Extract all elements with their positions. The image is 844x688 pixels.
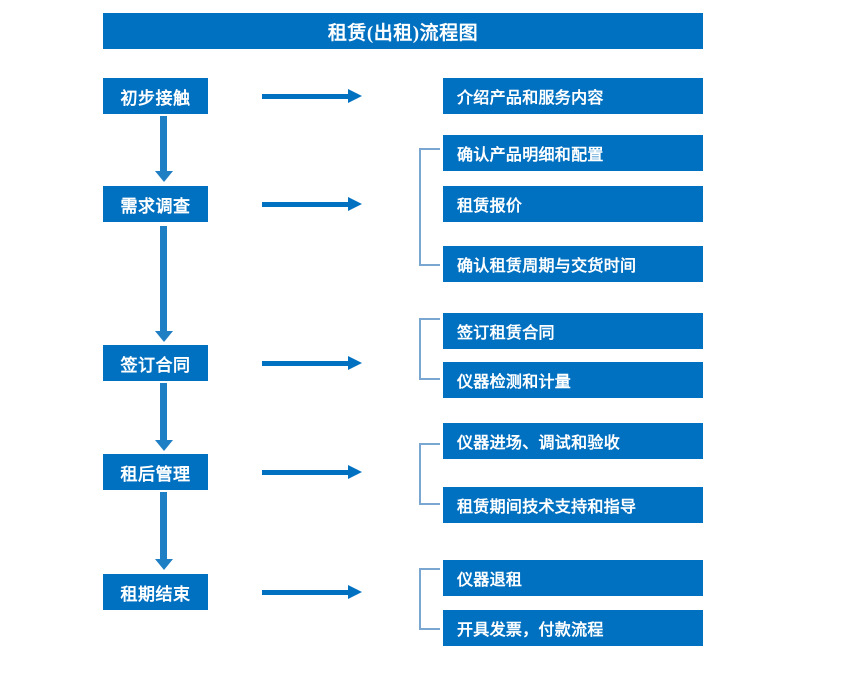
arrow-shaft xyxy=(262,202,350,207)
diagram-title: 租赁(出租)流程图 xyxy=(103,13,703,49)
arrow-head-icon xyxy=(155,171,173,182)
arrow-head-icon xyxy=(348,89,362,103)
horizontal-arrow-2 xyxy=(262,197,362,211)
arrow-shaft xyxy=(262,361,350,366)
horizontal-arrow-3 xyxy=(262,356,362,370)
process-step-1[interactable]: 初步接触 xyxy=(103,78,208,114)
horizontal-arrow-4 xyxy=(262,465,362,479)
vertical-arrow-3 xyxy=(155,383,173,451)
vertical-arrow-1 xyxy=(155,116,173,182)
arrow-shaft xyxy=(160,226,167,331)
group-bracket-4 xyxy=(419,568,440,630)
horizontal-arrow-5 xyxy=(262,585,362,599)
detail-item-4[interactable]: 确认租赁周期与交货时间 xyxy=(443,246,703,282)
vertical-arrow-4 xyxy=(155,492,173,570)
group-bracket-1 xyxy=(419,148,440,266)
vertical-arrow-2 xyxy=(155,226,173,342)
detail-item-10[interactable]: 开具发票，付款流程 xyxy=(443,610,703,646)
group-bracket-2 xyxy=(419,318,440,380)
process-step-4[interactable]: 租后管理 xyxy=(103,454,208,490)
arrow-head-icon xyxy=(155,559,173,570)
detail-item-3[interactable]: 租赁报价 xyxy=(443,186,703,222)
detail-item-9[interactable]: 仪器退租 xyxy=(443,560,703,596)
arrow-shaft xyxy=(262,94,350,99)
horizontal-arrow-1 xyxy=(262,89,362,103)
arrow-shaft xyxy=(160,116,167,171)
arrow-head-icon xyxy=(348,356,362,370)
arrow-head-icon xyxy=(348,585,362,599)
arrow-head-icon xyxy=(348,197,362,211)
arrow-head-icon xyxy=(348,465,362,479)
detail-item-2[interactable]: 确认产品明细和配置 xyxy=(443,135,703,171)
detail-item-7[interactable]: 仪器进场、调试和验收 xyxy=(443,423,703,459)
process-step-2[interactable]: 需求调查 xyxy=(103,186,208,222)
detail-item-6[interactable]: 仪器检测和计量 xyxy=(443,362,703,398)
arrow-head-icon xyxy=(155,331,173,342)
arrow-shaft xyxy=(160,383,167,440)
detail-item-5[interactable]: 签订租赁合同 xyxy=(443,313,703,349)
detail-item-8[interactable]: 租赁期间技术支持和指导 xyxy=(443,487,703,523)
arrow-shaft xyxy=(262,590,350,595)
arrow-shaft xyxy=(160,492,167,559)
group-bracket-3 xyxy=(419,443,440,505)
process-step-3[interactable]: 签订合同 xyxy=(103,345,208,381)
arrow-shaft xyxy=(262,470,350,475)
detail-item-1[interactable]: 介绍产品和服务内容 xyxy=(443,78,703,114)
process-step-5[interactable]: 租期结束 xyxy=(103,574,208,610)
arrow-head-icon xyxy=(155,440,173,451)
